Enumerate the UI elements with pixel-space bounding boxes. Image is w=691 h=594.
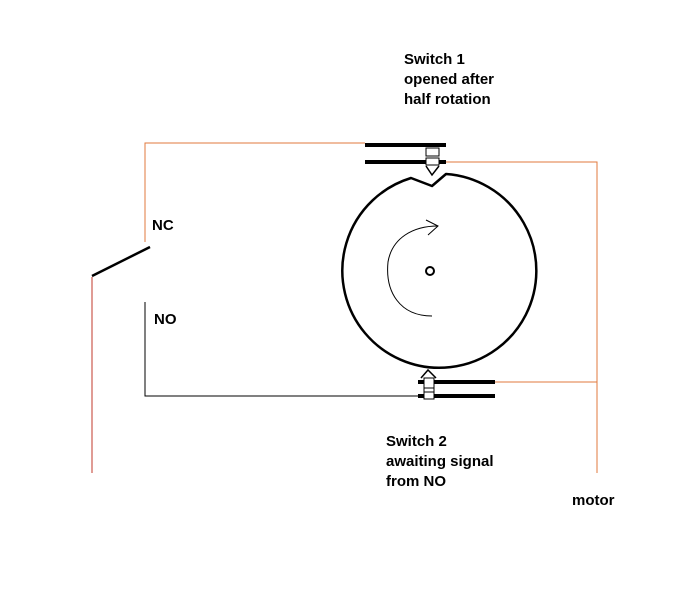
wire-top-left — [144, 142, 365, 242]
switch1-label-line3: half rotation — [404, 91, 491, 108]
switch1-plunger-lower — [425, 157, 440, 166]
switch2-label-line2: awaiting signal — [386, 453, 494, 470]
wire-top-right — [440, 161, 598, 473]
selector-switch-blade — [91, 245, 151, 278]
switch2-label-line3: from NO — [386, 473, 446, 490]
cam-shaft — [425, 266, 435, 276]
switch1-plunger-upper — [425, 147, 440, 157]
rotation-arrow — [387, 225, 439, 317]
motor-label: motor — [572, 492, 615, 509]
nc-label: NC — [152, 217, 174, 234]
wire-no-to-switch2 — [144, 302, 418, 397]
rotation-arrowhead-icon — [425, 219, 439, 236]
no-label: NO — [154, 311, 177, 328]
switch1-label-line2: opened after — [404, 71, 495, 88]
switch2-label-line1: Switch 2 — [386, 433, 447, 450]
cam-disc — [341, 172, 538, 369]
switch2-label: Switch 2 awaiting signal from NO — [386, 432, 494, 492]
switch1-label-line1: Switch 1 — [404, 51, 465, 68]
switch1-plunger-tip — [425, 165, 440, 177]
switch2-plunger-tip — [420, 368, 437, 379]
switch1-label: Switch 1 opened after half rotation — [404, 50, 494, 110]
